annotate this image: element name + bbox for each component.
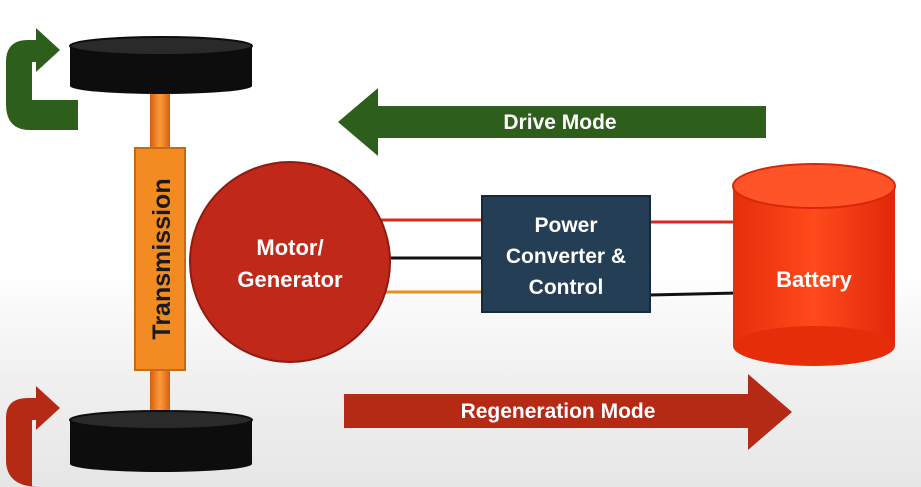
bottom-wheel	[69, 410, 253, 472]
battery: Battery	[732, 163, 896, 366]
regeneration-mode-label: Regeneration Mode	[461, 400, 656, 423]
converter-label-line2: Converter &	[506, 245, 626, 268]
converter-label-line3: Control	[529, 276, 604, 299]
regeneration-mode-arrow: Regeneration Mode	[344, 374, 792, 450]
wires-converter-battery	[649, 220, 739, 297]
motor-label-line2: Generator	[237, 267, 343, 292]
drive-mode-arrow: Drive Mode	[338, 88, 766, 156]
power-converter-box: Power Converter & Control	[481, 195, 651, 313]
transmission-label: Transmission	[148, 178, 176, 339]
battery-label: Battery	[776, 267, 853, 292]
transmission-box: Transmission	[134, 147, 186, 371]
motor-generator: Motor/ Generator	[189, 161, 391, 363]
motor-label-line1: Motor/	[256, 235, 323, 260]
drive-mode-label: Drive Mode	[503, 111, 616, 134]
bottom-wheel-rotation-arrow	[6, 386, 80, 487]
top-wheel	[69, 36, 253, 94]
top-wheel-rotation-arrow	[6, 28, 78, 130]
converter-label-line1: Power	[534, 214, 597, 237]
wires-motor-converter	[380, 218, 484, 294]
